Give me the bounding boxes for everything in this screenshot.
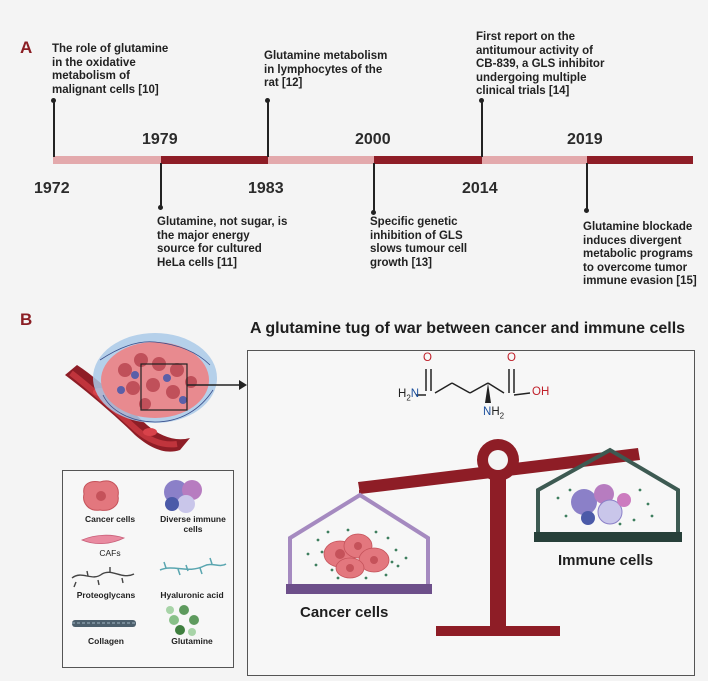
year-label: 2000 [355, 131, 391, 148]
timeline-segment-2019-end [587, 156, 693, 164]
event-tick [481, 100, 483, 157]
timeline-segment-2000-2014 [374, 156, 482, 164]
molecule-nh2: NH2 [483, 406, 505, 421]
event-tick [373, 163, 375, 212]
event-tick [53, 100, 55, 157]
legend-label-collagen: Collagen [88, 636, 124, 646]
panel-b-title: A glutamine tug of war between cancer an… [250, 320, 686, 337]
zoom-arrow-icon [187, 380, 247, 390]
cancer-cells-label: Cancer cells [300, 604, 389, 621]
year-label: 1979 [142, 131, 178, 148]
caf-icon [80, 534, 126, 544]
event-marker [584, 208, 589, 213]
hyaluronic-acid-icon [159, 557, 227, 576]
glutamine-icon [166, 605, 199, 636]
molecule-h2n: H2N [398, 388, 420, 403]
legend-label-cafs: CAFs [99, 548, 121, 558]
legend-label-proteoglycans: Proteoglycans [76, 590, 136, 600]
event-tick [160, 163, 162, 207]
immune-cells-icon [164, 480, 202, 513]
proteoglycan-icon [71, 567, 135, 588]
tumor-microenvironment-illustration [65, 333, 217, 452]
year-label: 1983 [248, 180, 284, 197]
molecule-o1: O [423, 352, 432, 364]
legend-label-glutamine: Glutamine [171, 636, 213, 646]
legend-label-cancer-cells: Cancer cells [84, 514, 136, 524]
event-tick [586, 163, 588, 210]
panel-b-label: B [20, 310, 33, 329]
event-tick [267, 100, 269, 157]
year-label: 1972 [34, 180, 70, 197]
panel-a-label: A [20, 38, 33, 57]
legend-label-hyaluronic-acid: Hyaluronic acid [160, 590, 224, 600]
legend-icons [71, 480, 227, 636]
timeline-segment-1979-1983 [161, 156, 268, 164]
event-marker [158, 205, 163, 210]
timeline-segment-1983-2000 [268, 156, 374, 164]
year-label: 2014 [462, 180, 498, 197]
cancer-cell-icon [83, 480, 119, 511]
year-label: 2019 [567, 131, 603, 148]
legend-label-immune-cells: Diverse immune cells [160, 514, 226, 534]
molecule-o2: O [507, 352, 516, 364]
immune-cells-label: Immune cells [558, 552, 654, 569]
event-marker [371, 210, 376, 215]
timeline-segment-1972-1979 [53, 156, 161, 164]
molecule-oh: OH [532, 386, 550, 398]
glutamine-structure [416, 369, 531, 403]
balance-scale-icon [286, 439, 682, 636]
timeline-segment-2014-2019 [482, 156, 587, 164]
collagen-icon [72, 620, 136, 627]
